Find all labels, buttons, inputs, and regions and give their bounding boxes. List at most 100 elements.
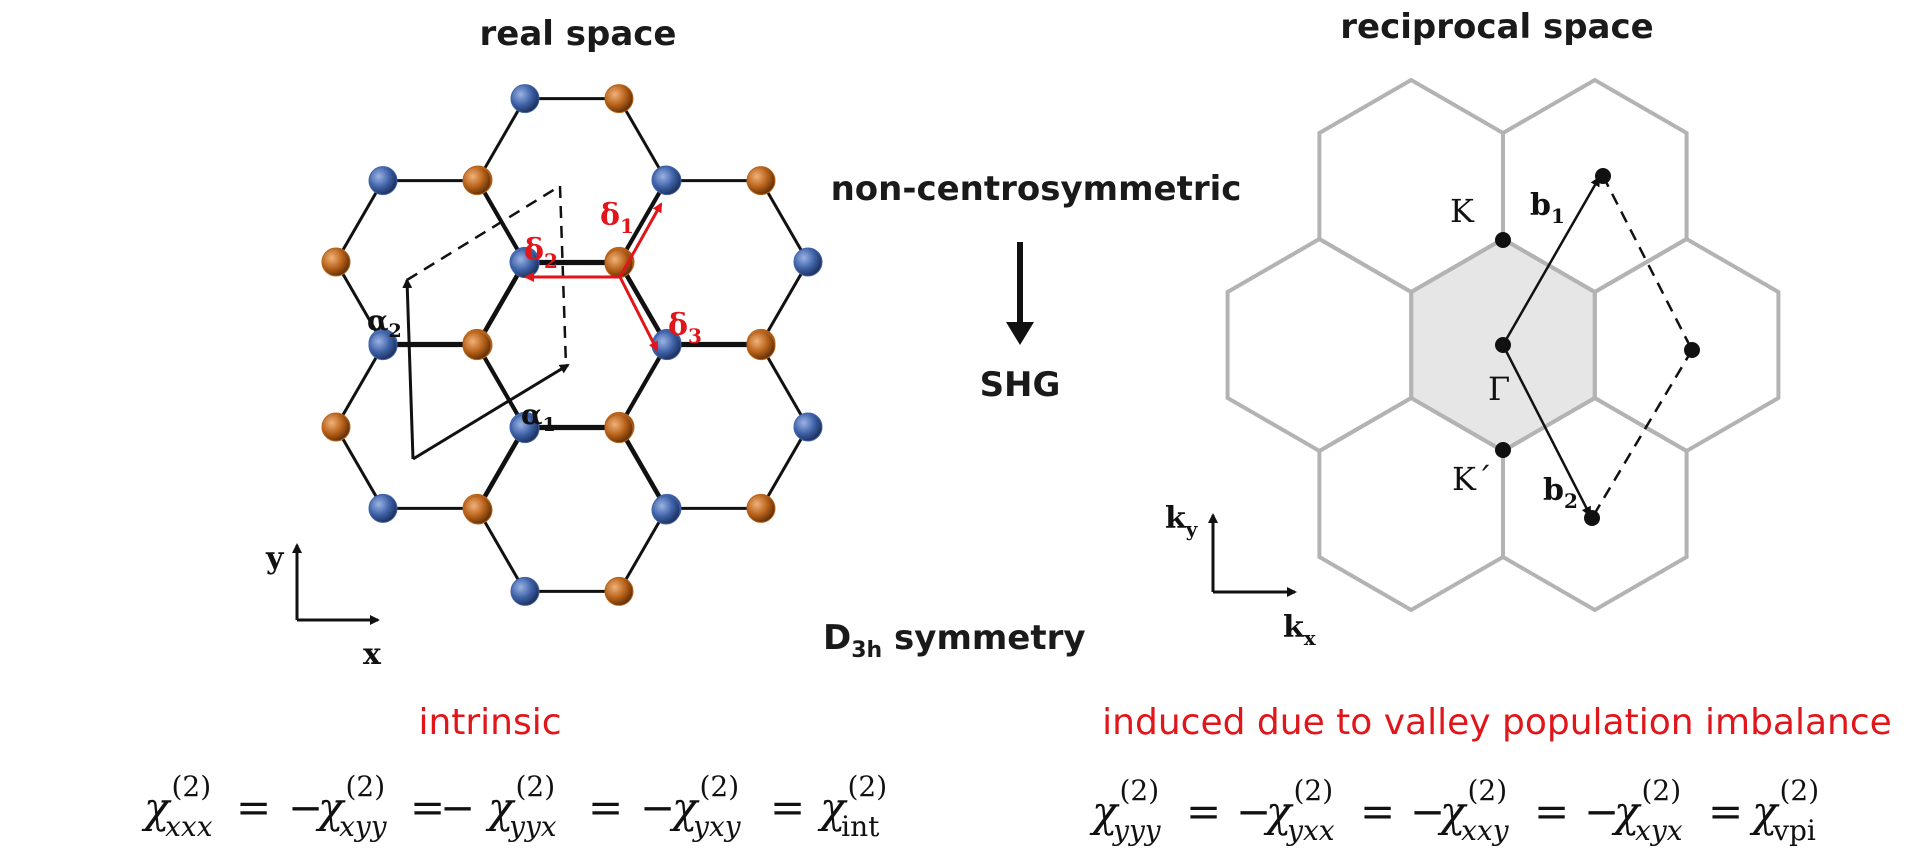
symmetry-label: D3h symmetry [823, 618, 1086, 663]
atom-orange [746, 331, 776, 361]
eq1-equals2: = [410, 783, 445, 832]
gamma-label: Γ [1488, 370, 1510, 408]
gamma-point [1495, 337, 1511, 353]
kprime-label: K´ [1452, 460, 1492, 498]
b2-tip-point [1584, 510, 1600, 526]
atom-orange [321, 247, 351, 277]
eq1-term5: χ(2)int [817, 770, 887, 843]
vector-b1-arrow [1501, 176, 1601, 346]
eq1-minus1: − [288, 783, 323, 832]
vector-b2-arrow [1501, 344, 1592, 517]
b-cell-dash-bottom [1590, 349, 1694, 519]
lattice-bond [617, 427, 668, 511]
delta1-label: δ1 [600, 198, 634, 238]
lattice-bond [618, 344, 669, 428]
lattice-bond [618, 261, 669, 345]
brillouin-zone [1225, 236, 1414, 454]
atom-blue [510, 84, 540, 114]
lattice-bonds [334, 97, 810, 593]
atom-blue [368, 331, 398, 361]
eq2-minus2: − [1410, 787, 1445, 836]
kx-axis-label: kx [1283, 610, 1317, 650]
b2-label: b2 [1543, 473, 1578, 513]
atom-orange [462, 331, 492, 361]
eq1-term4: χ(2)yxy [669, 770, 742, 843]
eq2-term2: χ(2)yxx [1263, 774, 1335, 847]
eq2-term4: χ(2)xyx [1611, 774, 1683, 847]
lattice-bond [617, 97, 668, 181]
delta2-label: δ2 [524, 233, 558, 273]
lattice-bond [759, 344, 810, 428]
induced-label: induced due to valley population imbalan… [1102, 702, 1892, 743]
reciprocal-vectors [1495, 168, 1700, 526]
lattice-bond [617, 509, 668, 593]
atom-blue [510, 576, 540, 606]
shg-label: SHG [980, 365, 1061, 405]
eq1-term3: χ(2)yyx [485, 770, 557, 843]
lattice-bond [618, 179, 669, 263]
delta-vectors [524, 202, 663, 352]
shg-arrow-head [1006, 322, 1034, 345]
k-axes [1208, 513, 1297, 597]
atom-blue [652, 166, 682, 196]
eq2-term3: χ(2)xxy [1437, 774, 1510, 847]
lattice-bond [334, 426, 385, 510]
eq2-minus3: − [1584, 787, 1619, 836]
eq2-equals4: = [1708, 787, 1743, 836]
lattice-bond [476, 509, 527, 593]
lattice-bond [476, 97, 527, 181]
real-axes [292, 543, 380, 625]
atom-blue [368, 166, 398, 196]
atom-orange [462, 166, 492, 196]
b-cell-corner-point [1684, 342, 1700, 358]
lattice-bond [476, 262, 527, 346]
lattice-bond [334, 261, 385, 345]
lattice-bond [618, 426, 669, 510]
eq2-equals2: = [1360, 787, 1395, 836]
eq2-minus1: − [1236, 787, 1271, 836]
atom-orange [746, 166, 776, 196]
atom-blue [651, 495, 681, 525]
atom-orange [746, 493, 776, 523]
y-axis-label: y [265, 541, 285, 576]
k-label: K [1450, 192, 1475, 230]
eq1-minus2: − [440, 783, 475, 832]
eq1-term1: χ(2)xxx [141, 770, 213, 843]
atom-orange [604, 414, 634, 444]
eq2-term1: χ(2)yyy [1089, 774, 1162, 847]
k-point [1495, 232, 1511, 248]
lattice-bond [759, 426, 810, 510]
eq2-equals1: = [1186, 787, 1221, 836]
kprime-point [1495, 442, 1511, 458]
delta1-arrow [618, 202, 663, 278]
intrinsic-equation: χ(2)xxx = − χ(2)xyy = − χ(2)yyx = − χ(2)… [141, 770, 887, 843]
b1-tip-point [1595, 168, 1611, 184]
lattice-bond [334, 344, 385, 428]
induced-equation: χ(2)yyy = − χ(2)yxx = − χ(2)xxy = − χ(2)… [1089, 774, 1819, 847]
eq1-equals4: = [770, 783, 805, 832]
eq2-equals3: = [1534, 787, 1569, 836]
atom-blue [510, 414, 540, 444]
eq1-equals3: = [588, 783, 623, 832]
atom-blue [793, 412, 823, 442]
lattice-bond [475, 344, 526, 428]
lattice-bond [475, 261, 526, 345]
vector-a2-arrow [402, 278, 415, 460]
real-space-title: real space [480, 14, 677, 54]
unit-cell-dash-top [406, 184, 561, 282]
non-centrosymmetric-label: non-centrosymmetric [831, 169, 1242, 209]
atom-orange [321, 412, 351, 442]
b-cell-dash-top [1601, 175, 1694, 351]
delta3-label: δ3 [668, 308, 702, 348]
atom-orange [604, 576, 634, 606]
lattice-bond [334, 179, 385, 263]
atom-blue [368, 493, 398, 523]
vector-a1-arrow [412, 363, 570, 461]
reciprocal-space-title: reciprocal space [1340, 7, 1653, 47]
atom-blue [793, 247, 823, 277]
vector-a2-label: α2 [367, 304, 402, 342]
lattice-bond [759, 179, 810, 263]
x-axis-label: x [363, 637, 382, 672]
eq1-term2: χ(2)xyy [315, 770, 388, 843]
